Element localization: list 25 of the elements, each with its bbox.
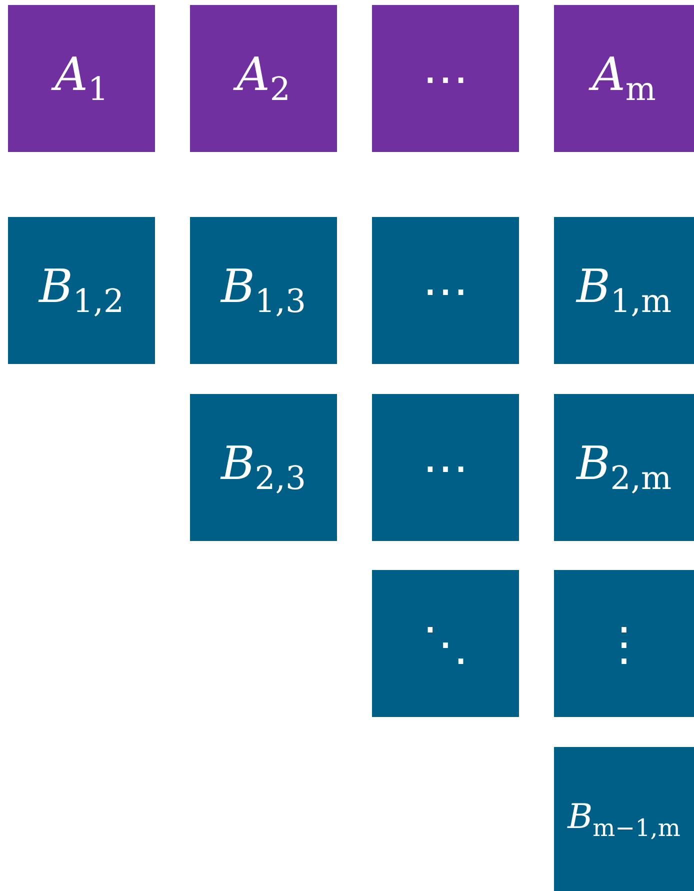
block-label: B$_{1,2}$ (38, 263, 124, 318)
block-label: ⋮ (601, 620, 647, 666)
matrix-block (372, 5, 519, 152)
matrix-block (554, 747, 694, 891)
matrix-block (190, 5, 337, 152)
matrix-block (190, 394, 337, 541)
matrix-block (190, 217, 337, 364)
matrix-block (372, 570, 519, 717)
matrix-block (372, 217, 519, 364)
matrix-block (372, 394, 519, 541)
matrix-block (554, 394, 694, 541)
block-label: ⋯ (422, 268, 468, 314)
block-label: B$_{2,m}$ (576, 440, 672, 495)
block-label: ⋯ (422, 56, 468, 102)
matrix-block (554, 570, 694, 717)
block-label: ⋱ (422, 620, 468, 666)
matrix-block (554, 217, 694, 364)
matrix-block (8, 217, 155, 364)
block-label: B$_{m−1,m}$ (568, 800, 680, 841)
matrix-block (8, 5, 155, 152)
block-label: B$_{1,m}$ (576, 263, 672, 318)
block-label: ⋯ (422, 444, 468, 490)
block-label: B$_{2,3}$ (220, 440, 306, 495)
block-label: B$_{1,3}$ (220, 263, 306, 318)
matrix-block (554, 5, 694, 152)
